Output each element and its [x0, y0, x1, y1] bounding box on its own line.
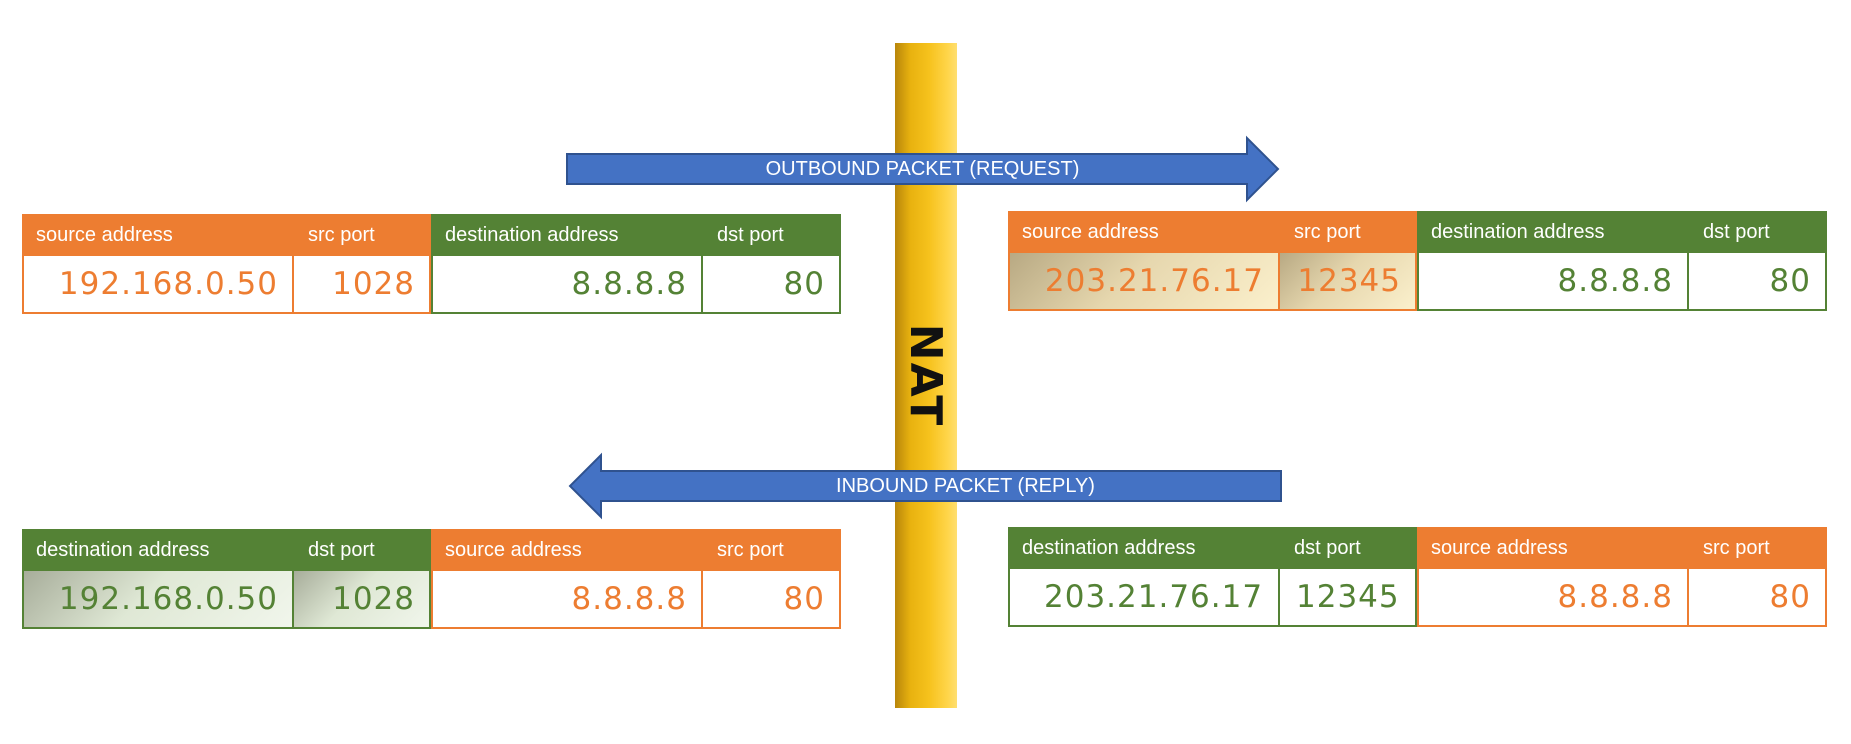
- outbound-packet-after-nat: source address src port destination addr…: [1008, 211, 1827, 311]
- header-destination-address: destination address: [22, 529, 294, 571]
- value-destination-address: 203.21.76.17: [1008, 569, 1280, 627]
- header-dst-port: dst port: [1280, 527, 1417, 569]
- value-source-address: 8.8.8.8: [1417, 569, 1689, 627]
- header-src-port: src port: [294, 214, 431, 256]
- outbound-packet-before-nat: source address src port destination addr…: [22, 214, 841, 314]
- header-dst-port: dst port: [1689, 211, 1827, 253]
- inbound-packet-after-nat: destination address dst port source addr…: [22, 529, 841, 629]
- value-dst-port: 80: [703, 256, 841, 314]
- value-src-port: 12345: [1280, 253, 1417, 311]
- header-destination-address: destination address: [431, 214, 703, 256]
- header-source-address: source address: [1008, 211, 1280, 253]
- outbound-arrow: OUTBOUND PACKET (REQUEST): [566, 135, 1280, 203]
- inbound-arrow-shape: [568, 452, 1282, 520]
- value-destination-address: 8.8.8.8: [431, 256, 703, 314]
- value-destination-address: 8.8.8.8: [1417, 253, 1689, 311]
- header-src-port: src port: [703, 529, 841, 571]
- value-dst-port: 1028: [294, 571, 431, 629]
- value-src-port: 80: [703, 571, 841, 629]
- outbound-arrow-label: OUTBOUND PACKET (REQUEST): [765, 157, 1080, 180]
- value-source-address: 203.21.76.17: [1008, 253, 1280, 311]
- value-dst-port: 12345: [1280, 569, 1417, 627]
- outbound-arrow-label-wrap: OUTBOUND PACKET (REQUEST): [567, 138, 1318, 200]
- header-dst-port: dst port: [294, 529, 431, 571]
- inbound-arrow-label-wrap: INBOUND PACKET (REPLY): [570, 455, 1321, 517]
- value-source-address: 8.8.8.8: [431, 571, 703, 629]
- inbound-arrow: INBOUND PACKET (REPLY): [568, 452, 1282, 520]
- inbound-arrow-label: INBOUND PACKET (REPLY): [836, 474, 1095, 497]
- header-source-address: source address: [22, 214, 294, 256]
- header-src-port: src port: [1689, 527, 1827, 569]
- value-src-port: 80: [1689, 569, 1827, 627]
- header-source-address: source address: [1417, 527, 1689, 569]
- outbound-arrow-shape: [566, 135, 1280, 203]
- value-source-address: 192.168.0.50: [22, 256, 294, 314]
- value-destination-address: 192.168.0.50: [22, 571, 294, 629]
- nat-label: NAT: [900, 323, 952, 428]
- header-dst-port: dst port: [703, 214, 841, 256]
- header-destination-address: destination address: [1417, 211, 1689, 253]
- inbound-packet-before-nat: destination address dst port source addr…: [1008, 527, 1827, 627]
- header-source-address: source address: [431, 529, 703, 571]
- header-destination-address: destination address: [1008, 527, 1280, 569]
- header-src-port: src port: [1280, 211, 1417, 253]
- value-src-port: 1028: [294, 256, 431, 314]
- value-dst-port: 80: [1689, 253, 1827, 311]
